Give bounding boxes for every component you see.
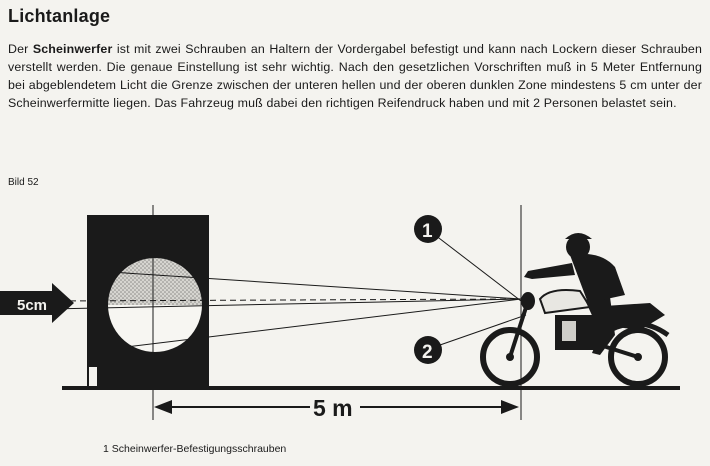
beam-lines <box>49 271 522 350</box>
paragraph-term: Scheinwerfer <box>32 42 113 56</box>
paragraph-intro: Der <box>8 42 33 56</box>
callout-1: 1 <box>414 215 522 302</box>
figure-label: Bild 52 <box>8 177 39 188</box>
page-title: Lichtanlage <box>8 6 111 26</box>
body-paragraph: Der Scheinwerfer ist mit zwei Schrauben … <box>8 40 702 112</box>
figure-caption: 1 Scheinwerfer-Befestigungsschrauben <box>103 443 287 455</box>
offset-label: 5cm <box>17 297 47 314</box>
distance-arrow: 5 m <box>154 395 519 421</box>
motorcycle-rider <box>480 233 670 387</box>
svg-text:1: 1 <box>422 221 433 242</box>
paragraph-text: ist mit zwei Schrauben an Haltern der Vo… <box>8 42 702 110</box>
offset-arrow: 5cm <box>0 283 74 323</box>
svg-text:2: 2 <box>422 342 433 363</box>
ground-line <box>62 386 680 390</box>
headlight-diagram: 5cm 5 m 1 2 <box>0 205 680 421</box>
distance-label: 5 m <box>313 395 353 421</box>
light-spot <box>108 258 202 352</box>
callout-2: 2 <box>414 314 527 364</box>
